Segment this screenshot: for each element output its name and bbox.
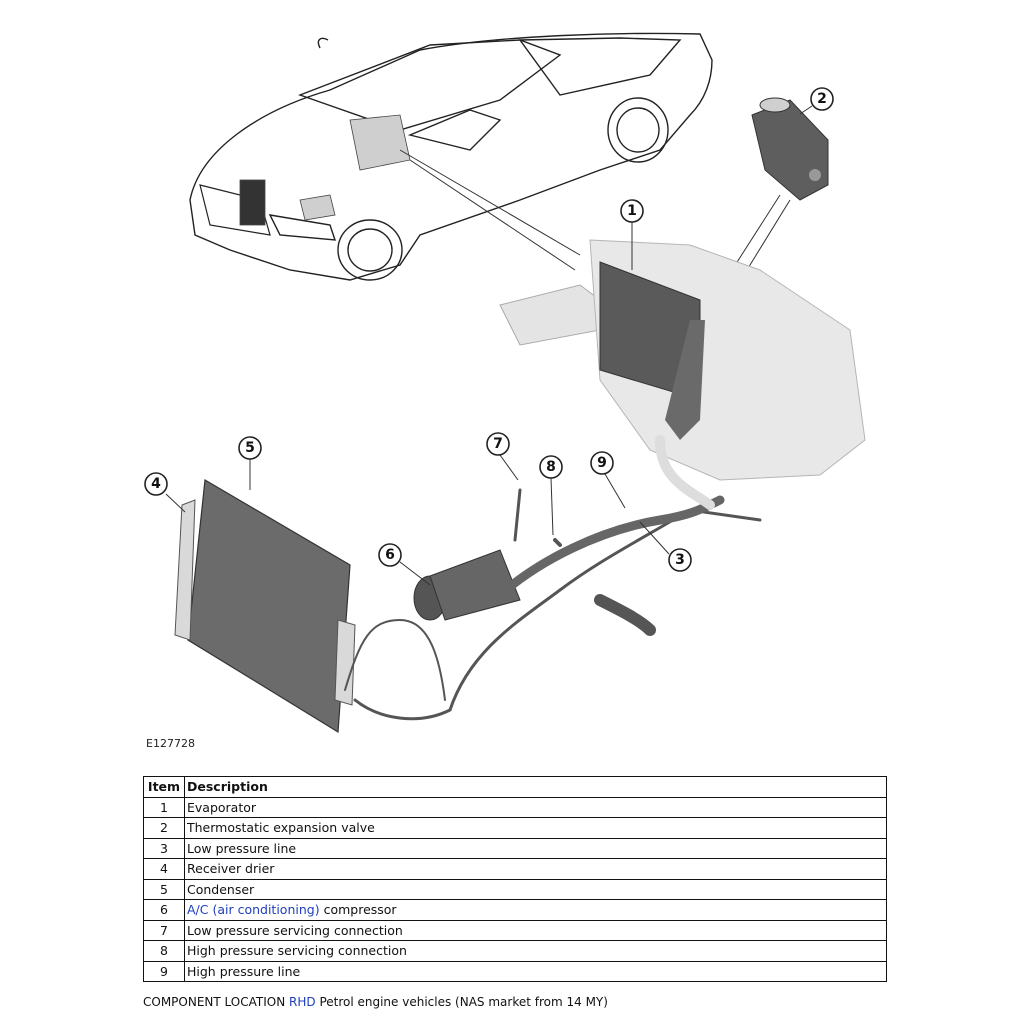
item-number: 4 (143, 858, 185, 880)
svg-text:3: 3 (675, 552, 685, 568)
svg-text:8: 8 (546, 459, 556, 475)
svg-text:4: 4 (151, 476, 161, 492)
table-row: 2 Thermostatic expansion valve (143, 817, 887, 839)
item-number: 1 (143, 796, 185, 818)
item-description: A/C (air conditioning) compressor (184, 899, 887, 921)
svg-text:5: 5 (245, 440, 255, 456)
ac-glossary-link[interactable]: A/C (air conditioning) (187, 902, 320, 918)
callout-4: 4 (144, 472, 186, 513)
table-row: 6 A/C (air conditioning) compressor (143, 899, 887, 921)
figure-code: E127728 (146, 737, 195, 750)
item-description: Condenser (184, 878, 887, 900)
caption-suffix: Petrol engine vehicles (NAS market from … (315, 995, 608, 1009)
table-row: 4 Receiver drier (143, 858, 887, 880)
callout-2: 2 (799, 87, 834, 115)
item-description-rest: compressor (319, 902, 397, 918)
callout-9: 9 (590, 451, 626, 509)
item-number: 7 (143, 919, 185, 941)
table-row: 1 Evaporator (143, 796, 887, 818)
callout-8: 8 (539, 455, 563, 536)
callout-7: 7 (486, 432, 519, 481)
item-number: 6 (143, 899, 185, 921)
item-description: High pressure servicing connection (184, 940, 887, 962)
callout-5: 5 (238, 436, 262, 490)
figure-caption: COMPONENT LOCATION RHD Petrol engine veh… (143, 995, 608, 1009)
vehicle-outline (189, 32, 713, 281)
component-table: Item Description 1 Evaporator 2 Thermost… (143, 776, 887, 982)
item-number: 9 (143, 960, 185, 982)
item-description: Receiver drier (184, 858, 887, 880)
engine-bay-detail (239, 114, 411, 226)
svg-text:1: 1 (627, 203, 637, 219)
table-header-row: Item Description (143, 776, 887, 798)
condenser (174, 479, 356, 734)
item-number: 5 (143, 878, 185, 900)
svg-text:7: 7 (493, 436, 503, 452)
expansion-valve (751, 97, 829, 201)
caption-prefix: COMPONENT LOCATION (143, 995, 290, 1009)
item-description: Low pressure line (184, 837, 887, 859)
svg-text:6: 6 (385, 547, 395, 563)
item-description: Thermostatic expansion valve (184, 817, 887, 839)
compressor (413, 549, 521, 621)
callout-3: 3 (639, 521, 692, 572)
column-header-description: Description (184, 776, 887, 798)
svg-text:2: 2 (817, 91, 827, 107)
table-row: 8 High pressure servicing connection (143, 940, 887, 962)
item-description: High pressure line (184, 960, 887, 982)
item-number: 3 (143, 837, 185, 859)
callout-1: 1 (620, 199, 644, 270)
svg-text:9: 9 (597, 455, 607, 471)
item-description: Low pressure servicing connection (184, 919, 887, 941)
item-description: Evaporator (184, 796, 887, 818)
table-row: 7 Low pressure servicing connection (143, 919, 887, 941)
table-row: 3 Low pressure line (143, 837, 887, 859)
column-header-item: Item (143, 776, 185, 798)
component-illustration: 1 2 3 4 5 6 7 8 9 (144, 32, 866, 734)
item-number: 2 (143, 817, 185, 839)
hvac-module (499, 239, 866, 481)
table-row: 5 Condenser (143, 878, 887, 900)
callout-6: 6 (378, 543, 431, 586)
table-row: 9 High pressure line (143, 960, 887, 982)
rhd-glossary-link[interactable]: RHD (289, 995, 316, 1009)
refrigerant-lines (344, 435, 762, 721)
item-number: 8 (143, 940, 185, 962)
